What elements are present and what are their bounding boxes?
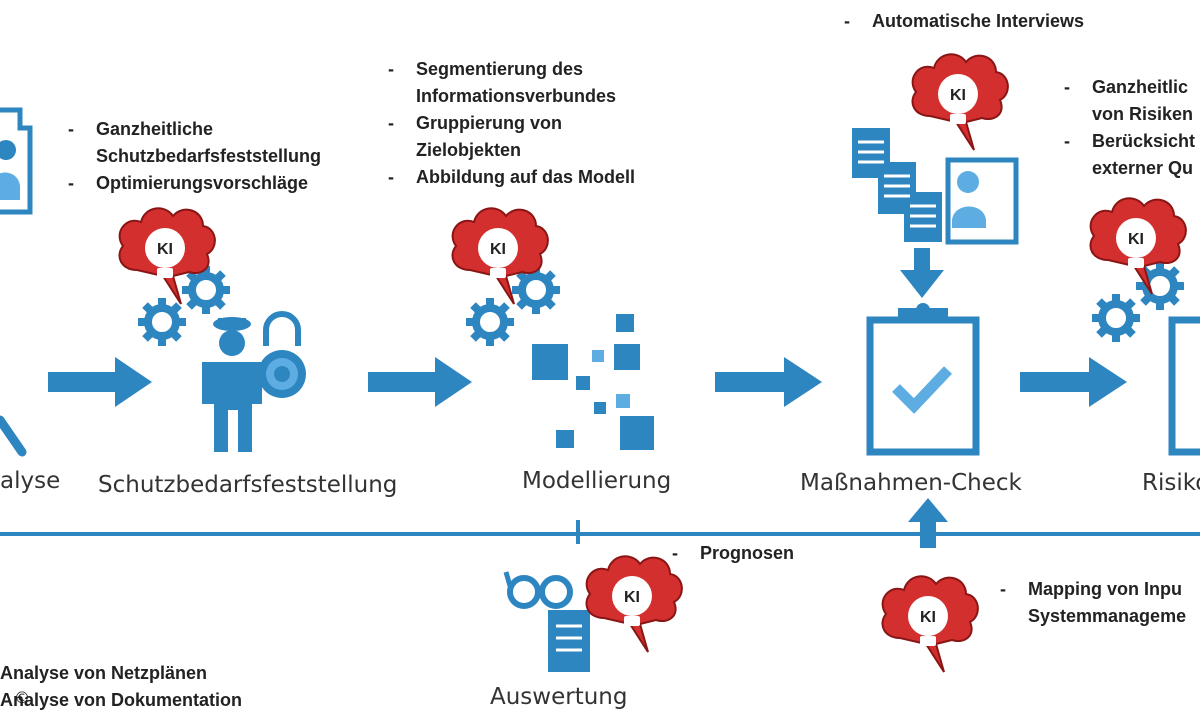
gear-icon-risiko — [1092, 294, 1140, 342]
note-analyse: Analyse von Netzplänen Analyse von Dokum… — [0, 663, 243, 710]
analyse-person-icon — [0, 107, 33, 215]
note-prognosen: -Prognosen — [672, 543, 795, 563]
modell-squares-icon — [532, 314, 654, 450]
stage-label-auswertung: Auswertung — [490, 684, 628, 710]
report-document-icon — [548, 610, 590, 672]
arrow-to-massnahmen — [715, 357, 822, 407]
arrow-to-risiko — [1020, 357, 1127, 407]
gear-icon-schutz-small — [182, 266, 230, 314]
down-arrow — [900, 248, 944, 298]
stage-label-schutz: Schutzbedarfsfeststellung — [98, 472, 398, 498]
ki-label: KI — [950, 87, 966, 104]
glasses-icon — [503, 571, 573, 609]
feedback-line — [0, 498, 1200, 548]
clipboard-icon — [866, 303, 980, 456]
arrow-to-modell — [368, 357, 472, 407]
ki-label: KI — [490, 241, 506, 258]
stage-label-modell: Modellierung — [522, 468, 672, 494]
documents-icon — [852, 128, 942, 242]
note-schutz: -Ganzheitliche Schutzbedarfsfeststellung… — [68, 119, 322, 193]
ki-label: KI — [624, 589, 640, 606]
note-modell: -Segmentierung des Informationsverbundes… — [388, 59, 635, 187]
gear-icon-schutz — [138, 298, 186, 346]
check-icon — [892, 366, 952, 414]
ki-label: KI — [920, 609, 936, 626]
stage-label-risiko: Risiko — [1142, 470, 1200, 496]
stage-label-massnahmen: Maßnahmen-Check — [800, 470, 1022, 496]
stage-label-analyse: alyse — [0, 468, 61, 494]
copyright-mark: © — [14, 688, 30, 707]
guard-icon — [202, 317, 262, 452]
user-card-icon — [945, 157, 1019, 245]
note-risiko: -Ganzheitlic von Risiken -Berücksicht ex… — [1064, 77, 1196, 178]
gear-icon-modell — [466, 298, 514, 346]
ki-label: KI — [157, 241, 173, 258]
ki-label: KI — [1128, 231, 1144, 248]
arrow-to-schutz — [48, 357, 152, 407]
lock-icon — [258, 311, 306, 398]
note-mapping: -Mapping von Inpu Systemmanageme — [1000, 579, 1187, 626]
magnifier-handle-icon — [0, 415, 27, 457]
risk-clipboard-icon — [1168, 316, 1200, 456]
note-interviews: -Automatische Interviews — [844, 11, 1085, 31]
